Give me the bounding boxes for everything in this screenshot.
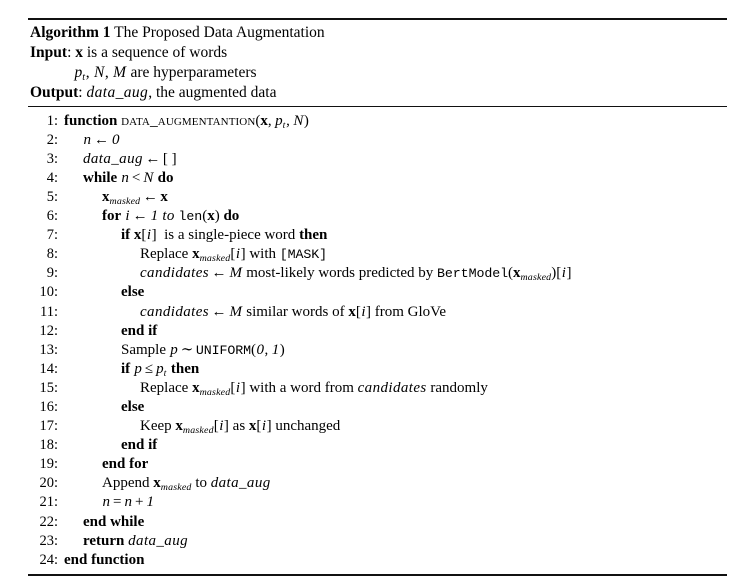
caption-prefix: Algorithm 1 — [30, 24, 111, 41]
line-number: 13: — [39, 341, 58, 358]
code-line: 1: function data_augmentantion(x, pt, N) — [28, 111, 727, 130]
statement: end if — [121, 322, 158, 339]
code-line: 12: end if — [28, 321, 727, 340]
code-line: 19: end for — [28, 454, 727, 473]
line-number: 12: — [39, 322, 58, 339]
code-line: 15: Replace xmasked[i] with a word from … — [28, 378, 727, 397]
line-number: 11: — [40, 303, 58, 320]
line-number: 18: — [39, 437, 58, 454]
line-number: 2: — [46, 131, 58, 148]
code-line: 21: n=n+1 — [28, 492, 727, 511]
statement: end function — [64, 551, 145, 568]
line-number: 23: — [39, 532, 58, 549]
line-number: 4: — [46, 169, 58, 186]
symbol-N: N — [94, 64, 105, 82]
code-line: 8: Replace xmasked[i] with [MASK] — [28, 244, 727, 263]
middle-rule — [28, 105, 727, 107]
code-line: 10: else — [28, 282, 727, 301]
procedure-name: data_augmentantion — [121, 111, 256, 129]
statement: end if — [121, 437, 158, 454]
keyword-function: function — [64, 112, 118, 129]
code-line: 16: else — [28, 397, 727, 416]
output-label: Output — [30, 84, 79, 102]
line-number: 20: — [39, 475, 58, 492]
code-line: 6: for i←1 to len(x) do — [28, 206, 727, 225]
code-line: 17: Keep xmasked[i] as x[i] unchanged — [28, 416, 727, 435]
line-number: 1: — [46, 112, 58, 129]
statement: n←0 — [83, 131, 120, 148]
symbol-data-aug: data_aug — [86, 84, 149, 102]
statement: n=n+1 — [102, 494, 154, 511]
statement: candidates←M similar words of x[i] from … — [140, 303, 446, 320]
code-line: 24: end function — [28, 550, 727, 569]
line-number: 9: — [46, 265, 58, 282]
line-number: 7: — [46, 227, 58, 244]
line-number: 22: — [39, 513, 58, 530]
statement: Replace xmasked[i] with a word from cand… — [140, 379, 488, 398]
algorithm-body: 1: function data_augmentantion(x, pt, N)… — [28, 107, 727, 574]
line-number: 14: — [39, 360, 58, 377]
comma-2: , — [104, 64, 109, 82]
output-line: Output: data_aug, the augmented data — [30, 83, 727, 103]
input-line-2: pt, N, M are hyperparameters — [30, 63, 727, 83]
statement: candidates←M most-likely words predicted… — [140, 265, 572, 284]
comma-1: , — [85, 64, 90, 82]
code-line: 13: Sample p∼UNIFORM(0, 1) — [28, 340, 727, 359]
code-line: 7: if x[i] is a single-piece word then — [28, 225, 727, 244]
code-line: 11: candidates←M similar words of x[i] f… — [28, 302, 727, 321]
line-number: 10: — [39, 284, 58, 301]
code-line: 18: end if — [28, 435, 727, 454]
statement: xmasked←x — [102, 188, 168, 207]
code-line: 22: end while — [28, 512, 727, 531]
code-line: 9: candidates←M most-likely words predic… — [28, 263, 727, 282]
statement: return data_aug — [83, 532, 189, 549]
input-line-1-text: is a sequence of words — [86, 44, 228, 62]
symbol-p-t: pt — [74, 64, 86, 84]
line-number: 17: — [39, 418, 58, 435]
input-line-1: Input: x is a sequence of words — [30, 43, 727, 63]
caption-title: The Proposed Data Augmentation — [114, 24, 325, 41]
statement: if x[i] is a single-piece word then — [121, 227, 328, 244]
code-line: 4: while n<N do — [28, 168, 727, 187]
code-line: 23: return data_aug — [28, 531, 727, 550]
algorithm-float: Algorithm 1 The Proposed Data Augmentati… — [28, 18, 727, 576]
output-text: , the augmented data — [148, 84, 277, 102]
line-number: 16: — [39, 398, 58, 415]
line-number: 21: — [39, 494, 58, 511]
statement: data_aug←[ ] — [83, 150, 177, 167]
input-line-2-text: are hyperparameters — [130, 64, 257, 82]
input-colon: : — [67, 44, 72, 62]
symbol-M: M — [113, 64, 127, 82]
statement: for i←1 to len(x) do — [102, 208, 240, 225]
statement: else — [121, 284, 145, 301]
line-number: 3: — [46, 150, 58, 167]
statement: else — [121, 398, 145, 415]
top-rule — [28, 18, 727, 20]
statement: end while — [83, 513, 145, 530]
algorithm-header: Algorithm 1 The Proposed Data Augmentati… — [28, 20, 727, 106]
line-number: 19: — [39, 456, 58, 473]
code-line: 3: data_aug←[ ] — [28, 149, 727, 168]
line-number: 24: — [39, 551, 58, 568]
statement: Keep xmasked[i] as x[i] unchanged — [140, 418, 341, 436]
code-line: 2: n←0 — [28, 130, 727, 149]
statement: while n<N do — [83, 169, 174, 186]
line-number: 8: — [46, 246, 58, 263]
statement: end for — [102, 456, 149, 473]
line-number: 5: — [46, 188, 58, 205]
line-number: 6: — [46, 208, 58, 225]
code-line: 20: Append xmasked to data_aug — [28, 473, 727, 492]
line-number: 15: — [39, 379, 58, 396]
statement: if p≤pt then — [121, 360, 200, 379]
input-label: Input — [30, 44, 68, 62]
code-line: 5: xmasked←x — [28, 187, 727, 206]
statement: Replace xmasked[i] with [MASK] — [140, 246, 328, 264]
statement: Append xmasked to data_aug — [102, 475, 271, 494]
symbol-x: x — [75, 44, 83, 62]
statement: Sample p∼UNIFORM(0, 1) — [121, 341, 285, 358]
algorithm-caption: Algorithm 1 The Proposed Data Augmentati… — [30, 23, 727, 43]
statement: function data_augmentantion(x, pt, N) — [64, 111, 309, 131]
output-colon: : — [78, 84, 83, 102]
code-line: 14: if p≤pt then — [28, 359, 727, 378]
